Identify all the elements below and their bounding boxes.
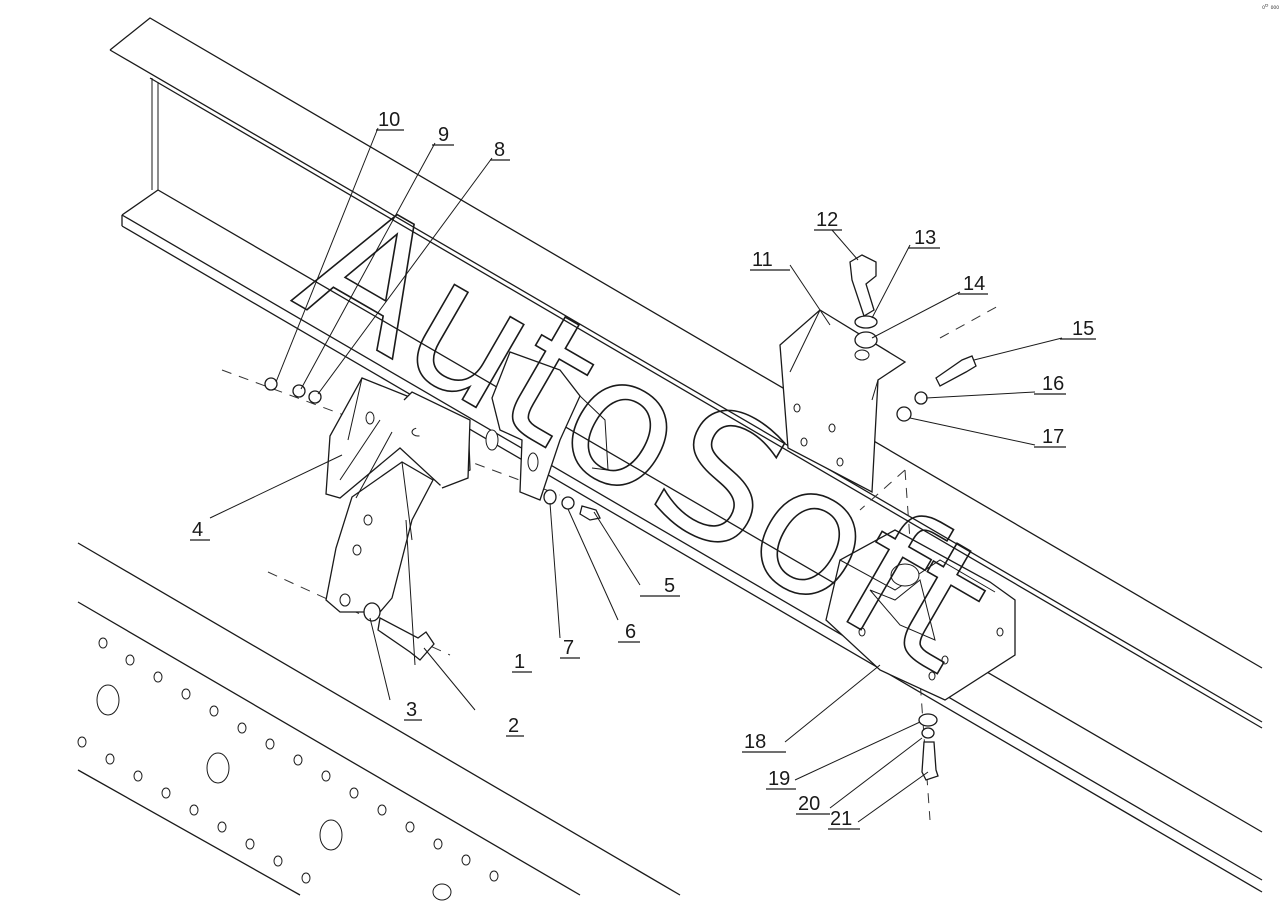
- leader-lines: [209, 127, 1063, 823]
- svg-text:9: 9: [438, 124, 449, 146]
- svg-text:2: 2: [508, 715, 519, 737]
- svg-text:20: 20: [798, 793, 820, 815]
- svg-text:5: 5: [664, 575, 675, 597]
- svg-text:15: 15: [1072, 318, 1094, 340]
- part-1-bracket-plate: [325, 461, 434, 613]
- svg-text:14: 14: [963, 273, 985, 295]
- svg-text:11: 11: [752, 249, 773, 271]
- callout-19: 19: [766, 768, 796, 790]
- callout-21: 21: [828, 808, 860, 830]
- callout-11: 11: [750, 249, 790, 271]
- part-11-angle-bracket: [779, 309, 907, 494]
- callout-8: 8: [490, 139, 510, 161]
- callout-labels: 1 2 3 4 5 6 7 8: [190, 109, 1096, 830]
- svg-text:10: 10: [378, 109, 400, 131]
- svg-text:4: 4: [192, 519, 203, 541]
- part-18-support-block: [825, 529, 1016, 701]
- callout-1: 1: [512, 651, 532, 673]
- callout-6: 6: [618, 621, 640, 643]
- part-4-upper-bracket: [325, 377, 471, 499]
- callout-2: 2: [506, 715, 524, 737]
- callout-16: 16: [1034, 373, 1066, 395]
- callout-13: 13: [908, 227, 940, 249]
- svg-text:8: 8: [494, 139, 505, 161]
- svg-text:21: 21: [830, 808, 852, 830]
- callout-3: 3: [404, 699, 422, 721]
- callout-5: 5: [640, 575, 680, 597]
- callout-12: 12: [814, 209, 842, 231]
- callout-18: 18: [742, 731, 786, 753]
- svg-text:18: 18: [744, 731, 766, 753]
- callout-17: 17: [1034, 426, 1066, 448]
- svg-text:6: 6: [625, 621, 636, 643]
- callout-10: 10: [376, 109, 404, 131]
- fasteners: [264, 254, 977, 781]
- svg-text:7: 7: [563, 637, 574, 659]
- middle-hanger-bracket: [485, 351, 609, 501]
- callout-7: 7: [560, 637, 580, 659]
- svg-text:13: 13: [914, 227, 936, 249]
- svg-text:12: 12: [816, 209, 838, 231]
- svg-text:16: 16: [1042, 373, 1064, 395]
- callout-20: 20: [796, 793, 830, 815]
- svg-text:17: 17: [1042, 426, 1064, 448]
- callout-15: 15: [1060, 318, 1096, 340]
- callout-4: 4: [190, 519, 210, 541]
- svg-text:1: 1: [514, 651, 525, 673]
- svg-text:19: 19: [768, 768, 790, 790]
- callout-9: 9: [432, 124, 454, 146]
- callout-14: 14: [958, 273, 988, 295]
- corner-mark: ₀ᴰ ₀₀₀: [1262, 3, 1279, 11]
- frame-rail-lower: [77, 542, 681, 901]
- svg-text:3: 3: [406, 699, 417, 721]
